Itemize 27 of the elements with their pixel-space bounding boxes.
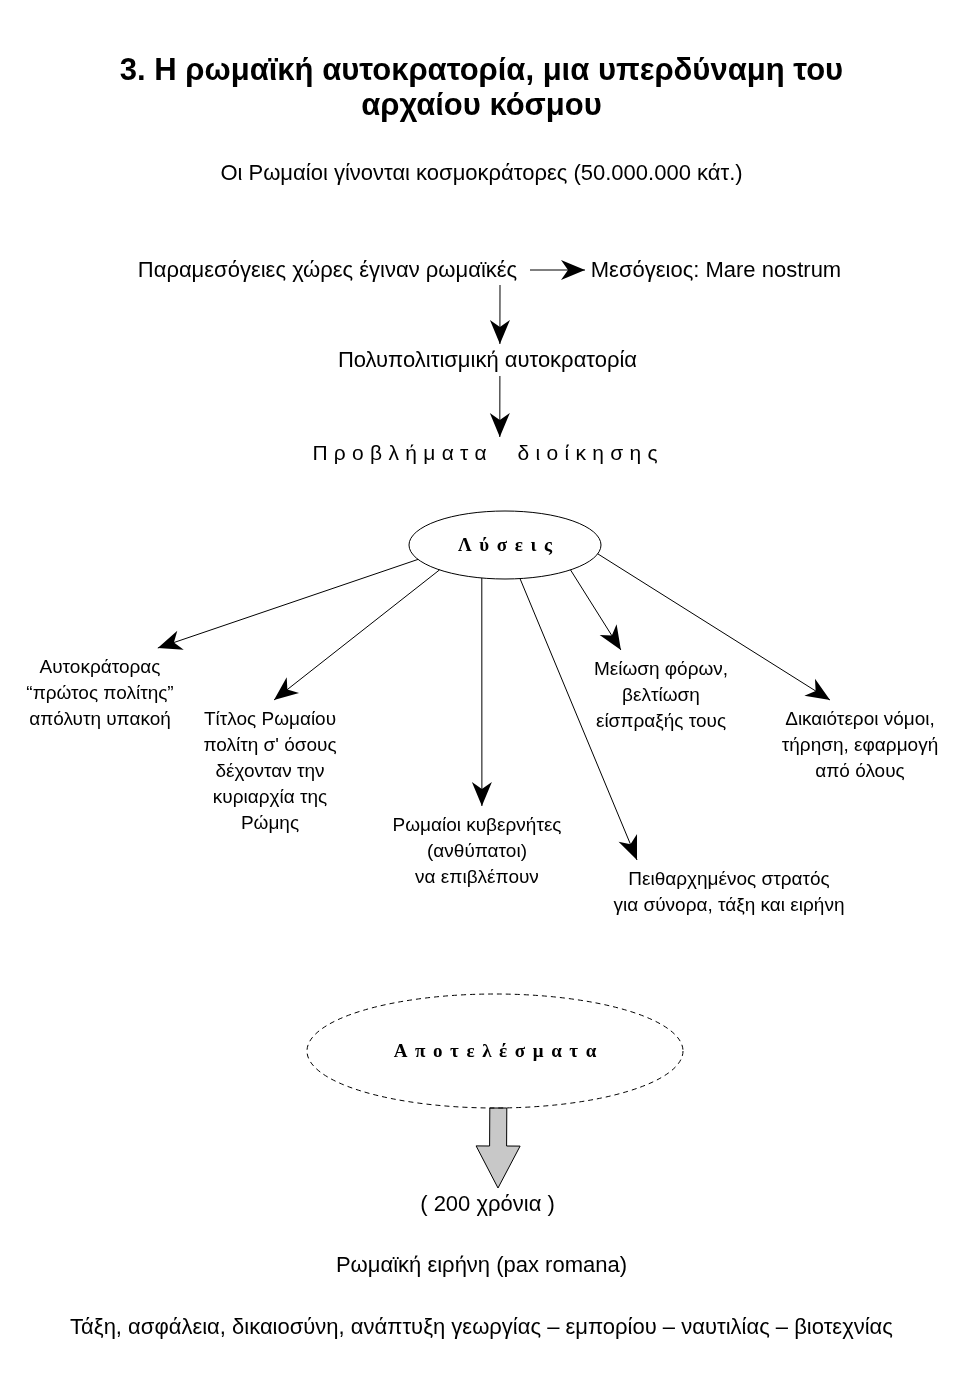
flow-step-text: Μεσόγειος: Mare nostrum	[585, 255, 847, 285]
arrow	[489, 284, 510, 345]
result-text: Ρωμαϊκή ειρήνη (pax romana)	[335, 1251, 628, 1279]
arrow	[157, 558, 419, 650]
diagram-title: 3. Η ρωμαϊκή αυτοκρατορία, μια υπερδύναμη του αρχαίου κόσμου	[119, 52, 844, 122]
arrow	[570, 569, 622, 651]
solution-text: Ρωμαίοι κυβερνήτες (ανθύπατοι) να επιβλέπουν	[382, 806, 572, 892]
solution-text: Πειθαρχημένος στρατός για σύνορα, τάξη και ειρήνη	[598, 860, 860, 920]
subtitle-text: Οι Ρωμαίοι γίνονται κοσμοκράτορες (50.000.000 κάτ.)	[220, 159, 743, 187]
solution-text: Τίτλος Ρωμαίου πολίτη σ' όσους δέχονταν την κυριαρχία της Ρώμης	[193, 700, 347, 838]
duration-text: ( 200 χρόνια )	[400, 1188, 575, 1220]
spaced-heading-text: Προβλήματα διοίκησης	[290, 437, 680, 469]
oval-label: Αποτελέσματα	[392, 1038, 604, 1063]
arrow	[489, 375, 510, 438]
arrow	[471, 577, 492, 807]
arrow	[597, 553, 831, 701]
arrow	[529, 260, 586, 280]
result-list-text: Τάξη, ασφάλεια, δικαιοσύνη, ανάπτυξη γεωργίας – εμπορίου – ναυτιλίας – βιοτεχνίας	[70, 1313, 893, 1341]
solution-text: Μείωση φόρων, βελτίωση είσπραξής τους	[588, 650, 734, 736]
oval-label: Λύσεις	[457, 532, 560, 557]
flow-step-text: Παραμεσόγειες χώρες έγιναν ρωμαϊκές	[125, 255, 530, 285]
arrow	[519, 578, 638, 861]
arrow	[273, 569, 440, 701]
solution-text: Αυτοκράτορας “πρώτος πολίτης” απόλυτη υπακοή	[16, 648, 184, 734]
solution-text: Δικαιότεροι νόμοι, τήρηση, εφαρμογή από όλους	[768, 700, 952, 786]
block-arrow	[475, 1107, 521, 1189]
flow-step-text: Πολυπολιτισμική αυτοκρατορία	[320, 344, 655, 376]
